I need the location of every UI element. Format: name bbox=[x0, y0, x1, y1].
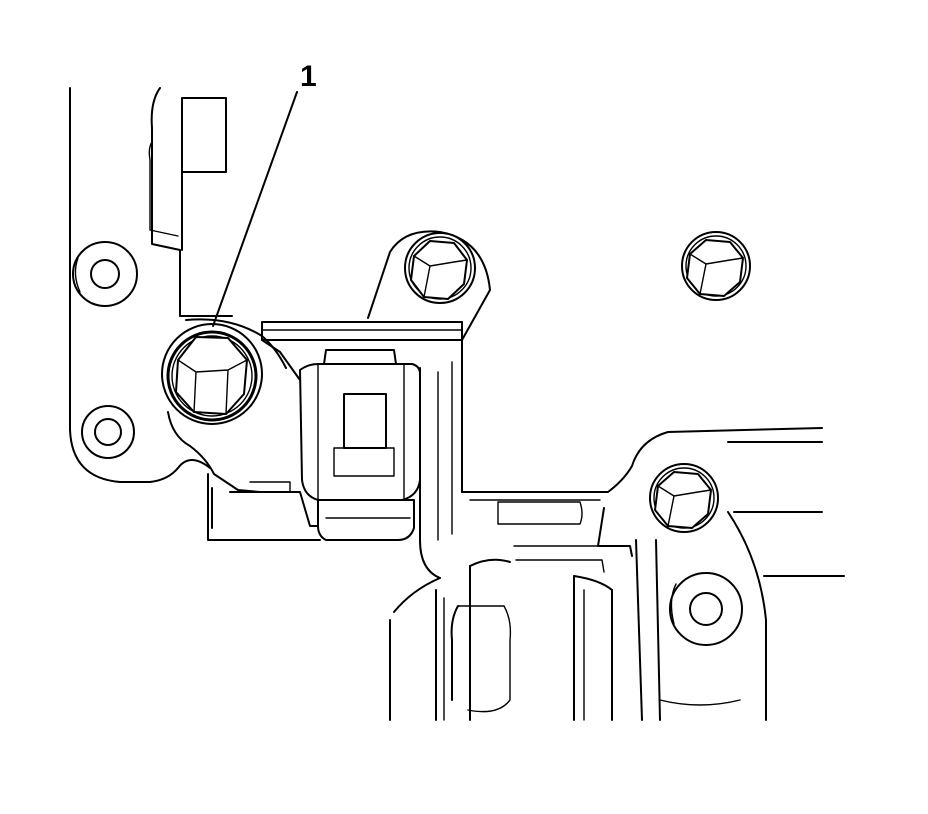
callout-1-label: 1 bbox=[300, 60, 317, 93]
mounting-hole-lower-right bbox=[669, 572, 743, 646]
left-housing bbox=[69, 87, 233, 483]
sensor-bracket bbox=[167, 318, 321, 541]
mounting-hole-lower-left bbox=[81, 405, 135, 459]
callout-1-leader-line bbox=[212, 91, 298, 327]
bolt-upper-right bbox=[681, 231, 751, 301]
callout-1: 1 bbox=[212, 60, 317, 327]
bolt-upper-center bbox=[404, 232, 476, 304]
mounting-hole-upper-left bbox=[72, 241, 138, 307]
electrical-connector bbox=[299, 349, 421, 541]
sensor-mounting-bolt bbox=[161, 323, 263, 425]
bolt-lower-right bbox=[649, 463, 719, 533]
